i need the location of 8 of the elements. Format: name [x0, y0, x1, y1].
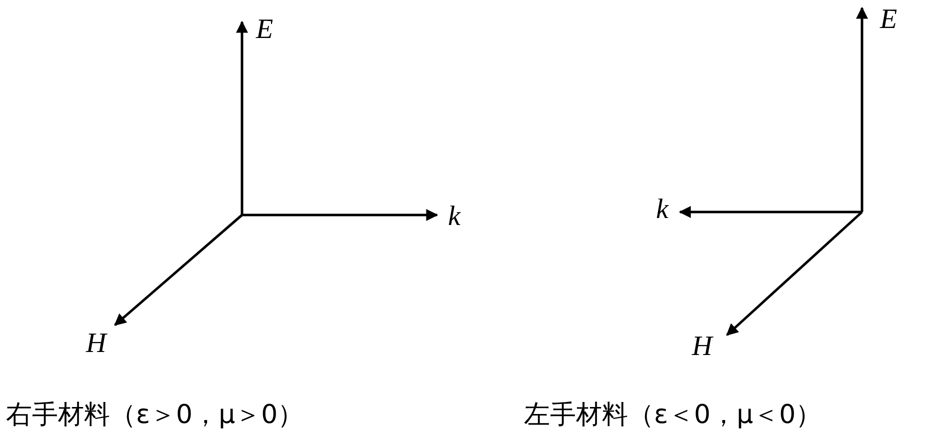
vector-label: k	[656, 196, 668, 224]
vector-label: H	[692, 333, 712, 361]
vector-label: E	[880, 6, 898, 34]
vector-label: E	[256, 16, 274, 44]
vector-label: k	[448, 203, 460, 231]
caption: 右手材料（ε＞0，μ＞0）	[6, 402, 304, 428]
caption: 左手材料（ε＜0，μ＜0）	[524, 402, 822, 428]
vector-label: H	[86, 330, 106, 358]
